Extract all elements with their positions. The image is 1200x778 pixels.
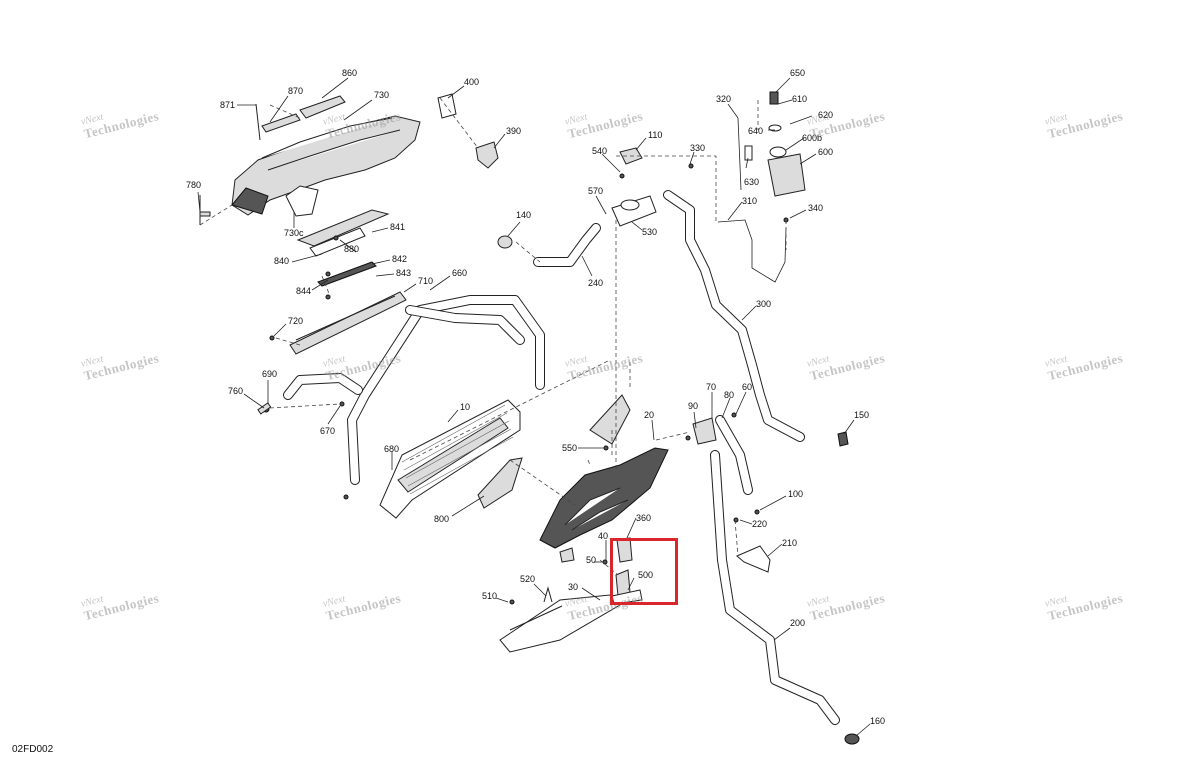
bracket-210 <box>736 545 771 573</box>
part-label: 842 <box>392 254 407 264</box>
part-label: 240 <box>588 278 603 288</box>
part-label: 690 <box>262 369 277 379</box>
leader-lines <box>197 77 871 737</box>
diagram-code: 02FD002 <box>12 744 54 755</box>
part-label: 60 <box>742 382 752 392</box>
part-label: 540 <box>592 146 607 156</box>
part-label: 760 <box>228 386 243 396</box>
frame-660 <box>283 295 545 485</box>
part-label: 360 <box>636 513 651 523</box>
spring-520 <box>543 586 553 603</box>
fasteners <box>199 93 860 745</box>
shroud-800 <box>477 457 523 509</box>
part-labels: 871 870 860 730 780 730c 841 840 880 842… <box>186 68 885 726</box>
part-label: 100 <box>788 489 803 499</box>
part-label: 800 <box>434 514 449 524</box>
part-label: 650 <box>790 68 805 78</box>
part-label: 550 <box>562 443 577 453</box>
part-label: 841 <box>390 222 405 232</box>
part-label: 780 <box>186 180 201 190</box>
part-label: 400 <box>464 77 479 87</box>
tube-320 <box>717 117 787 283</box>
part-label: 860 <box>342 68 357 78</box>
part-label: 210 <box>782 538 797 548</box>
part-label: 140 <box>516 210 531 220</box>
part-label: 660 <box>452 268 467 278</box>
fan-housing <box>539 394 669 549</box>
part-label: 390 <box>506 126 521 136</box>
part-label: 300 <box>756 299 771 309</box>
part-label: 680 <box>384 444 399 454</box>
part-label: 70 <box>706 382 716 392</box>
part-label: 570 <box>588 186 603 196</box>
part-label: 640 <box>748 126 763 136</box>
assembly-lines <box>199 97 787 576</box>
part-label: 843 <box>396 268 411 278</box>
part-label: 530 <box>642 227 657 237</box>
radiator <box>379 399 521 519</box>
part-label: 30 <box>568 582 578 592</box>
part-label: 870 <box>288 86 303 96</box>
part-label: 620 <box>818 110 833 120</box>
part-label: 200 <box>790 618 805 628</box>
part-label: 720 <box>288 316 303 326</box>
part-label: 844 <box>296 286 311 296</box>
part-label: 40 <box>598 531 608 541</box>
part-label: 600 <box>818 147 833 157</box>
part-label: 50 <box>586 555 596 565</box>
part-label: 10 <box>460 402 470 412</box>
part-label: 610 <box>792 94 807 104</box>
part-label: 880 <box>344 244 359 254</box>
rail-710 <box>289 291 407 355</box>
part-label: 110 <box>648 130 662 140</box>
part-label: 871 <box>220 100 235 110</box>
part-label: 150 <box>854 410 869 420</box>
part-label: 600b <box>802 133 822 143</box>
part-label: 330 <box>690 143 705 153</box>
part-label: 90 <box>688 401 698 411</box>
hose-240 <box>533 223 601 267</box>
hose-300 <box>663 190 805 442</box>
part-label: 500 <box>638 570 653 580</box>
part-label: 730c <box>284 228 304 238</box>
part-label: 510 <box>482 591 497 601</box>
part-label: 840 <box>274 256 289 266</box>
part-label: 220 <box>752 519 767 529</box>
part-label: 340 <box>808 203 823 213</box>
highlight-box-part-500[interactable] <box>610 538 678 605</box>
part-label: 520 <box>520 574 535 584</box>
part-label: 630 <box>744 177 759 187</box>
hose-60 <box>715 415 753 495</box>
bracket-841 <box>296 209 390 257</box>
part-label: 80 <box>724 390 734 400</box>
part-label: 710 <box>418 276 433 286</box>
engine-cover <box>199 95 421 225</box>
part-500 <box>611 569 643 605</box>
part-label: 670 <box>320 426 335 436</box>
part-label: 320 <box>716 94 731 104</box>
part-label: 160 <box>870 716 885 726</box>
clamp-140 <box>497 235 513 249</box>
part-label: 730 <box>374 90 389 100</box>
part-label: 310 <box>742 196 757 206</box>
part-label: 20 <box>644 410 654 420</box>
filler-neck-530 <box>611 147 657 227</box>
hose-200 <box>710 450 840 725</box>
